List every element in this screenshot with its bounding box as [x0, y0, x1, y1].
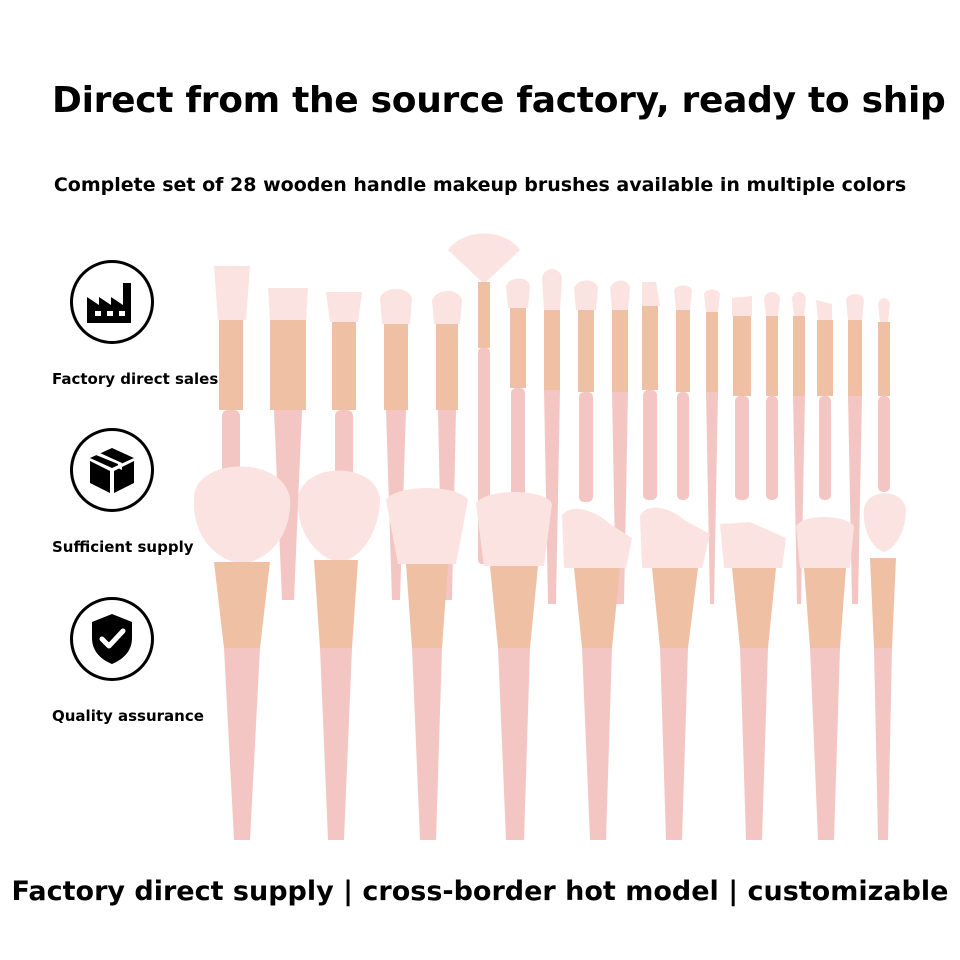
large-brushes-row: [193, 466, 906, 840]
factory-icon: [70, 260, 154, 344]
footer-tagline: Factory direct supply | cross-border hot…: [11, 876, 949, 907]
brush-set-photo: [193, 233, 906, 840]
feature-label: Quality assurance: [52, 707, 204, 725]
feature-label: Sufficient supply: [52, 538, 194, 556]
subheadline: Complete set of 28 wooden handle makeup …: [53, 174, 907, 196]
box-icon: [70, 428, 154, 512]
shield-check-icon: [70, 597, 154, 681]
headline: Direct from the source factory, ready to…: [52, 80, 946, 121]
feature-label: Factory direct sales: [52, 370, 219, 388]
